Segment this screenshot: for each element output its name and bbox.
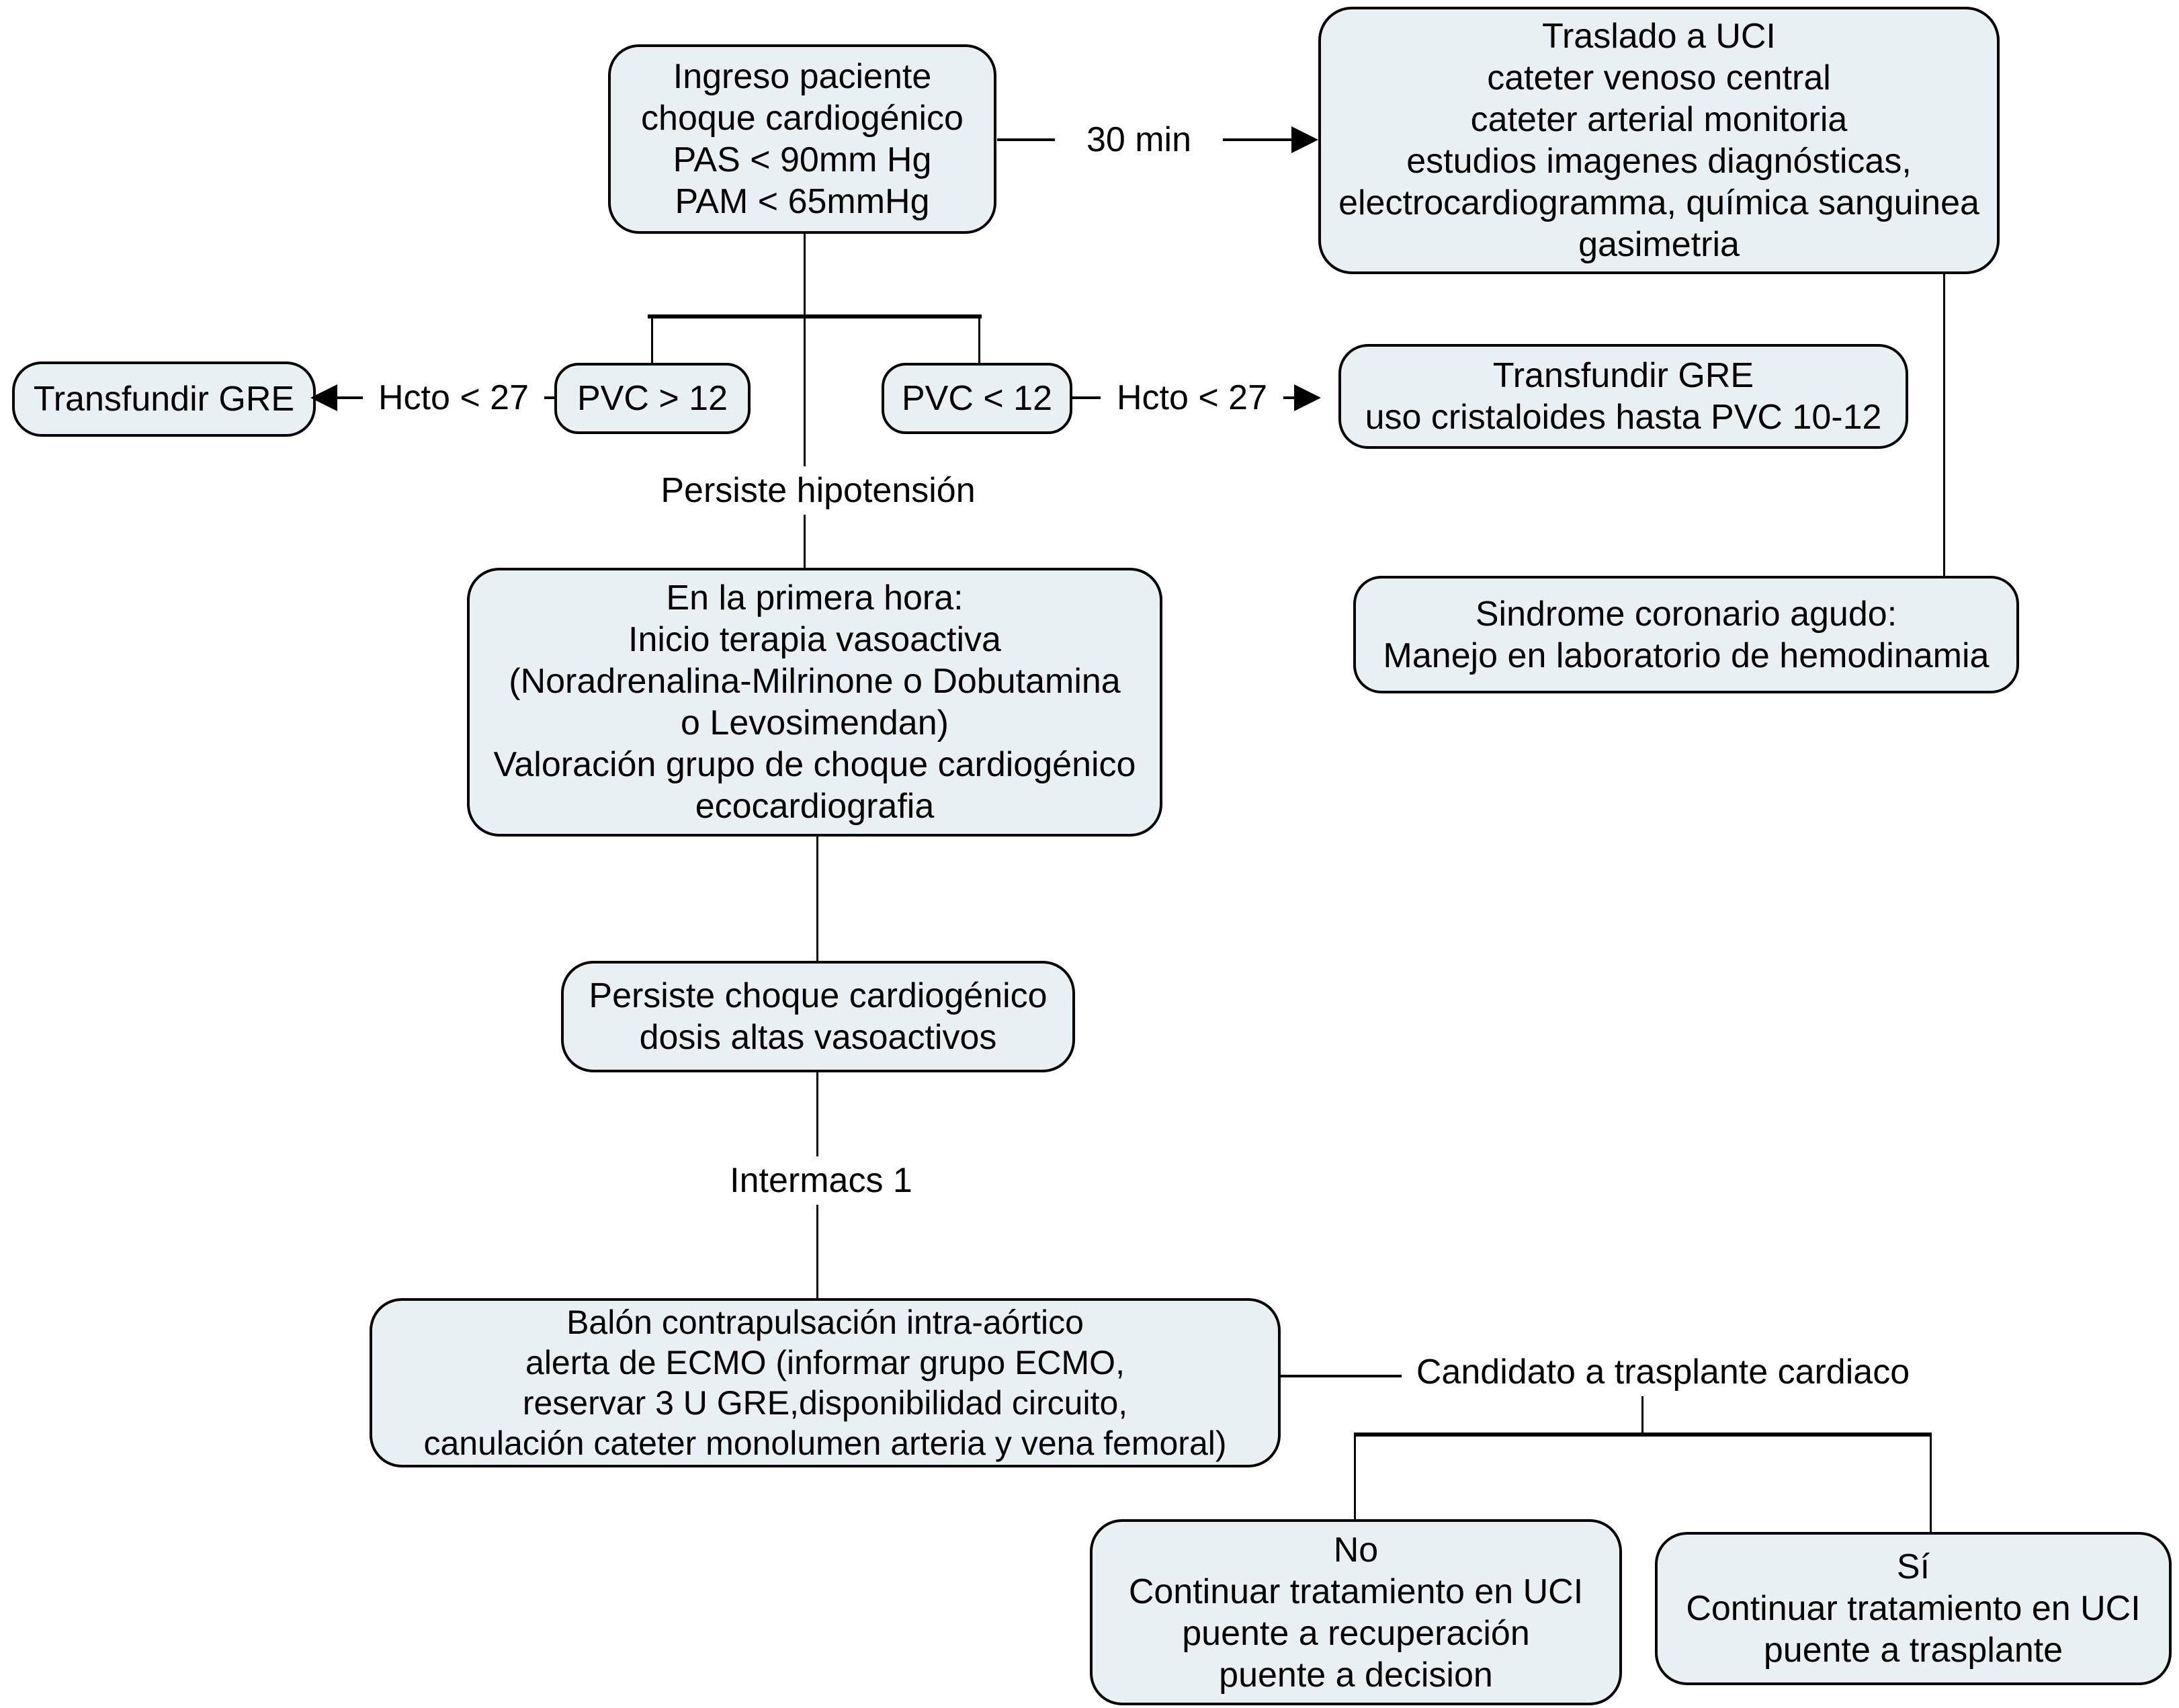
label-30-min: 30 min (1055, 116, 1223, 164)
node-primera-hora: En la primera hora:Inicio terapia vasoac… (467, 568, 1162, 837)
arrowhead-hcto-izq-icon (310, 384, 337, 411)
node-sindrome-coronario: Sindrome coronario agudo:Manejo en labor… (1353, 576, 2019, 693)
node-transfundir-gre-izquierda: Transfundir GRE (12, 361, 316, 437)
connector-drop-pvc-menor (978, 318, 980, 363)
label-hcto-27-izquierda: Hcto < 27 (363, 374, 544, 422)
connector-traslado-sindrome (1943, 274, 1945, 576)
connector-central-down (804, 318, 806, 568)
arrowhead-hcto-der-icon (1294, 384, 1321, 411)
connector-balon-candidato (1281, 1375, 1402, 1377)
label-hcto-27-derecha: Hcto < 27 (1101, 374, 1283, 422)
label-persiste-hipotension: Persiste hipotensión (642, 466, 994, 515)
label-intermacs-1: Intermacs 1 (720, 1156, 922, 1205)
connector-primera-down (816, 837, 818, 961)
connector-drop-pvc-mayor (651, 318, 653, 363)
connector-no-si-bar (1354, 1433, 1932, 1437)
connector-candidato-drop (1641, 1392, 1643, 1433)
node-pvc-mayor-12: PVC > 12 (554, 363, 751, 434)
connector-branch-bar (648, 314, 982, 318)
node-pvc-menor-12: PVC < 12 (882, 363, 1072, 434)
arrowhead-30min-icon (1291, 126, 1318, 153)
connector-drop-no (1354, 1437, 1356, 1519)
connector-ingreso-down (804, 234, 806, 317)
connector-drop-si (1930, 1437, 1932, 1532)
label-candidato-trasplante: Candidato a trasplante cardiaco (1411, 1348, 1915, 1396)
